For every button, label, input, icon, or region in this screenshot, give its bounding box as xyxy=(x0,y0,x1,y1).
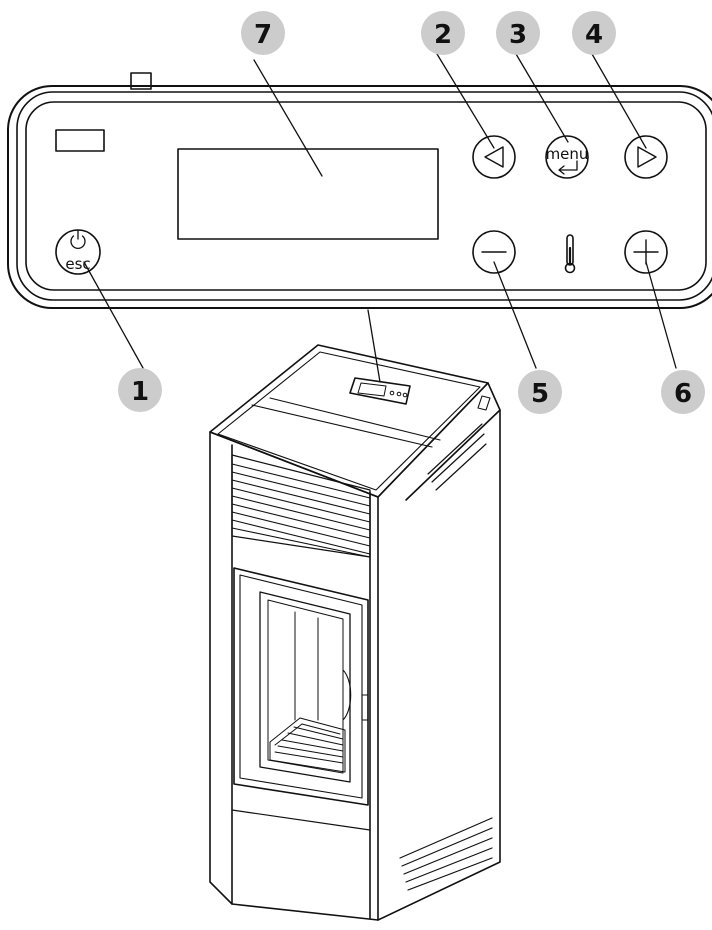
leader-4 xyxy=(591,53,647,149)
callout-1: 1 xyxy=(131,377,149,407)
esc-button[interactable] xyxy=(55,229,101,275)
control-panel xyxy=(7,72,712,309)
callout-3-circle xyxy=(496,11,540,55)
power-icon xyxy=(70,230,86,250)
display-screen xyxy=(177,148,439,240)
left-arrow-button[interactable] xyxy=(472,135,516,179)
callout-7: 7 xyxy=(254,20,272,50)
callout-7-circle xyxy=(241,11,285,55)
plus-icon xyxy=(633,239,659,265)
top-seam xyxy=(251,404,433,448)
lower-panel-seam xyxy=(231,809,371,831)
door-glass xyxy=(259,591,351,783)
triangle-right-icon xyxy=(637,146,657,168)
front-grille xyxy=(231,454,371,558)
enter-arrow-icon xyxy=(558,160,578,175)
menu-button[interactable] xyxy=(545,135,589,179)
door-handle xyxy=(361,694,369,721)
callout-5-circle xyxy=(518,370,562,414)
triangle-left-icon xyxy=(484,146,504,168)
side-vents-bottom xyxy=(399,817,493,891)
callout-4-circle xyxy=(572,11,616,55)
stove-top-panel xyxy=(349,377,411,405)
stove-top-inner xyxy=(217,351,481,491)
callout-5: 5 xyxy=(531,379,549,409)
callout-2: 2 xyxy=(434,20,452,50)
leader-1 xyxy=(83,261,144,369)
panel-outer-bezel xyxy=(7,85,712,309)
callout-6-circle xyxy=(661,370,705,414)
stove-top-knob xyxy=(477,395,491,411)
plus-button[interactable] xyxy=(624,230,668,274)
indicator-window xyxy=(55,129,105,152)
thermometer-icon xyxy=(564,234,576,274)
panel-inner-face xyxy=(25,101,707,291)
menu-label: menu xyxy=(546,145,589,163)
leader-panel-to-stove xyxy=(367,309,381,383)
callout-3: 3 xyxy=(509,20,527,50)
callout-circles xyxy=(118,11,705,414)
minus-button[interactable] xyxy=(472,230,516,274)
leader-7 xyxy=(253,59,323,177)
burn-pot xyxy=(269,717,346,773)
panel-top-tab xyxy=(130,72,152,90)
pellet-stove xyxy=(209,344,501,921)
leader-2 xyxy=(436,53,495,149)
leader-5 xyxy=(493,261,537,369)
esc-label: esc xyxy=(65,255,90,273)
leader-6 xyxy=(645,261,677,369)
leader-lines xyxy=(83,53,677,383)
side-top-edge xyxy=(405,409,501,501)
stove-front xyxy=(209,431,379,921)
right-arrow-button[interactable] xyxy=(624,135,668,179)
callout-6: 6 xyxy=(674,379,692,409)
callout-1-circle xyxy=(118,368,162,412)
leader-3 xyxy=(515,53,569,143)
stove-door xyxy=(233,567,369,806)
callout-4: 4 xyxy=(585,20,603,50)
panel-mid-bezel xyxy=(16,91,712,301)
side-vents-top xyxy=(427,423,487,491)
callout-2-circle xyxy=(421,11,465,55)
top-seam-2 xyxy=(269,397,441,441)
